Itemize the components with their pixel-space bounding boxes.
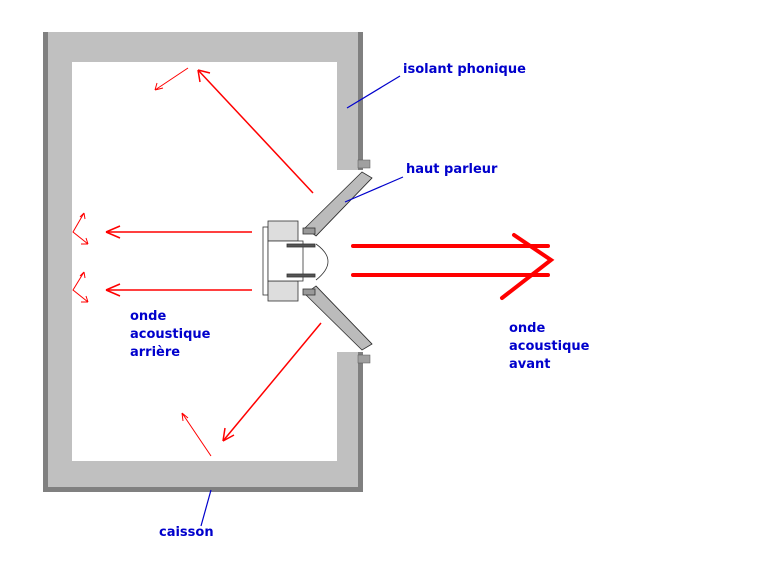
front-wave-line-3: avant: [509, 357, 551, 372]
front-wave-line-2: acoustique: [509, 339, 590, 354]
front-wave-arrow: [351, 233, 555, 300]
label-back-wave: onde acoustique arrière: [130, 308, 210, 362]
label-cabinet: caisson: [159, 525, 214, 540]
back-wave-line-1: onde: [130, 309, 167, 324]
leader-lines: [200, 75, 404, 527]
front-wave-line-1: onde: [509, 321, 546, 336]
cabinet: [43, 32, 371, 492]
speaker-driver: [262, 171, 373, 351]
back-wave-line-2: acoustique: [130, 327, 211, 342]
back-wave-arrows: [72, 67, 322, 457]
label-insulation: isolant phonique: [403, 62, 526, 77]
back-wave-line-3: arrière: [130, 345, 181, 360]
label-speaker: haut parleur: [406, 162, 498, 177]
label-front-wave: onde acoustique avant: [509, 320, 589, 374]
